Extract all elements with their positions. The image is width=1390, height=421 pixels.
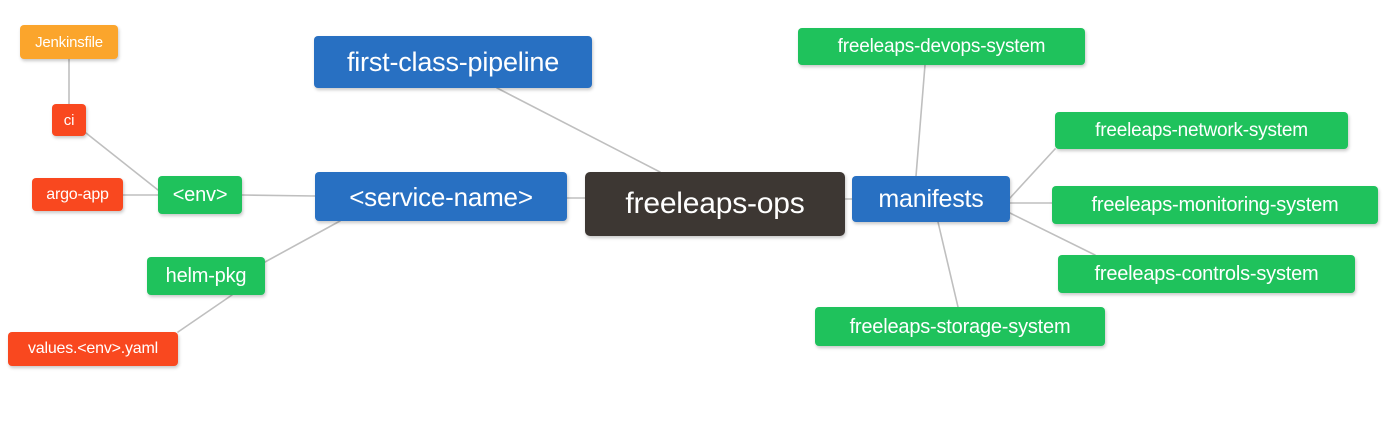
edge-manifests-to-devops <box>915 64 926 177</box>
mindmap-node-env[interactable]: <env> <box>158 176 242 214</box>
mindmap-node-network[interactable]: freeleaps-network-system <box>1055 112 1348 149</box>
mindmap-node-service-name[interactable]: <service-name> <box>315 172 567 221</box>
mindmap-node-pipeline[interactable]: first-class-pipeline <box>314 36 592 88</box>
edge-helm-pkg-to-service-name <box>264 220 341 263</box>
mindmap-node-controls[interactable]: freeleaps-controls-system <box>1058 255 1355 293</box>
edge-pipeline-to-freeleaps-ops <box>496 87 661 173</box>
mindmap-node-ci[interactable]: ci <box>52 104 86 136</box>
edge-manifests-to-network <box>1009 148 1056 199</box>
mindmap-node-manifests[interactable]: manifests <box>852 176 1010 222</box>
edge-values-yaml-to-helm-pkg <box>177 294 233 333</box>
mindmap-node-values-yaml[interactable]: values.<env>.yaml <box>8 332 178 366</box>
edge-env-to-service-name <box>241 194 316 197</box>
mindmap-node-helm-pkg[interactable]: helm-pkg <box>147 257 265 295</box>
edge-manifests-to-storage <box>937 221 959 308</box>
mindmap-node-monitoring[interactable]: freeleaps-monitoring-system <box>1052 186 1378 224</box>
mindmap-node-argo-app[interactable]: argo-app <box>32 178 123 211</box>
mindmap-node-freeleaps-ops[interactable]: freeleaps-ops <box>585 172 845 236</box>
mindmap-node-storage[interactable]: freeleaps-storage-system <box>815 307 1105 346</box>
mindmap-node-devops[interactable]: freeleaps-devops-system <box>798 28 1085 65</box>
mindmap-node-jenkinsfile[interactable]: Jenkinsfile <box>20 25 118 59</box>
